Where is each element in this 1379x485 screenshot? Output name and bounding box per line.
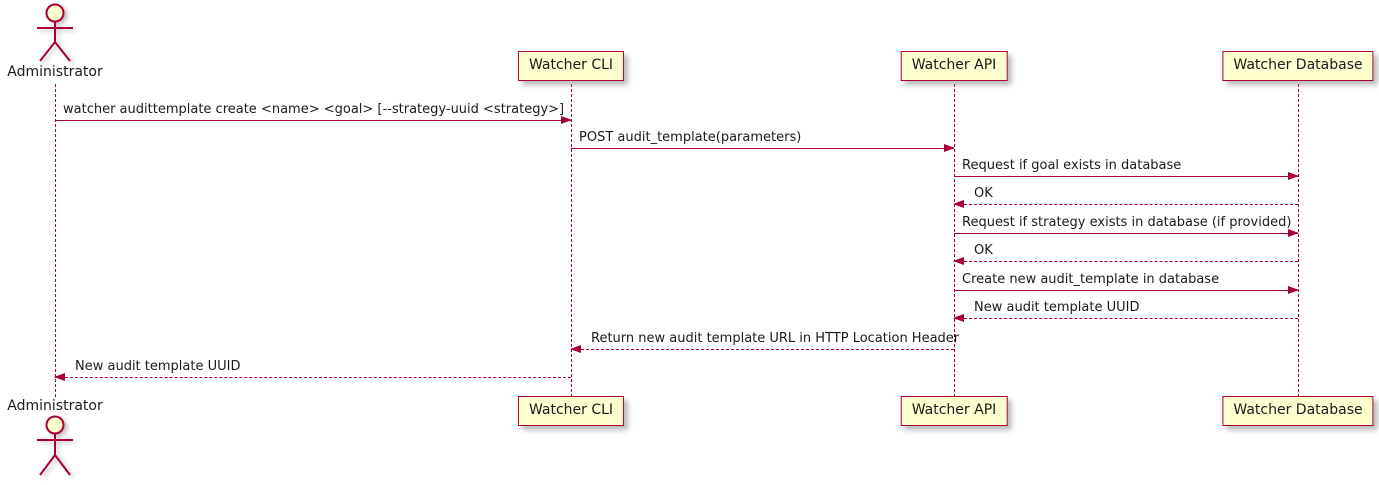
actor-label-administrator-top: Administrator [7, 64, 103, 80]
message-label: Request if goal exists in database [962, 158, 1182, 173]
message-label: POST audit_template(parameters) [579, 130, 802, 145]
message-label: Request if strategy exists in database (… [962, 215, 1292, 230]
lifeline-watcher-api [954, 84, 955, 397]
message-label: Return new audit template URL in HTTP Lo… [591, 331, 960, 346]
lifeline-watcher-cli [571, 84, 572, 397]
message-line [55, 377, 571, 378]
lifeline-watcher-database [1298, 84, 1299, 397]
message-label: watcher audittemplate create <name> <goa… [63, 102, 565, 117]
actor-label-administrator-bottom: Administrator [7, 398, 103, 414]
participant-watcher-database-bottom: Watcher Database [1222, 396, 1374, 426]
participant-watcher-database-top: Watcher Database [1222, 51, 1374, 81]
arrowhead-left-icon [54, 373, 65, 381]
arrowhead-right-icon [561, 116, 572, 124]
arrowhead-right-icon [944, 144, 955, 152]
message-line [954, 176, 1298, 177]
arrowhead-right-icon [1288, 286, 1299, 294]
message-label: OK [974, 186, 993, 201]
arrowhead-right-icon [1288, 229, 1299, 237]
message-line [55, 120, 571, 121]
message-line [954, 318, 1298, 319]
participant-watcher-api-top: Watcher API [900, 51, 1008, 81]
message-line [954, 204, 1298, 205]
arrowhead-right-icon [1288, 172, 1299, 180]
actor-administrator-icon [22, 413, 88, 485]
actor-administrator-icon [22, 2, 88, 68]
arrowhead-left-icon [570, 345, 581, 353]
lifeline-administrator [55, 84, 56, 397]
message-line [571, 148, 954, 149]
message-line [571, 349, 954, 350]
participant-watcher-api-bottom: Watcher API [900, 396, 1008, 426]
arrowhead-left-icon [953, 314, 964, 322]
arrowhead-left-icon [953, 257, 964, 265]
message-label: OK [974, 243, 993, 258]
message-label: New audit template UUID [75, 359, 241, 374]
message-line [954, 290, 1298, 291]
message-line [954, 261, 1298, 262]
participant-watcher-cli-bottom: Watcher CLI [517, 396, 625, 426]
participant-watcher-cli-top: Watcher CLI [517, 51, 625, 81]
message-label: Create new audit_template in database [962, 272, 1220, 287]
arrowhead-left-icon [953, 200, 964, 208]
message-label: New audit template UUID [974, 300, 1140, 315]
message-line [954, 233, 1298, 234]
